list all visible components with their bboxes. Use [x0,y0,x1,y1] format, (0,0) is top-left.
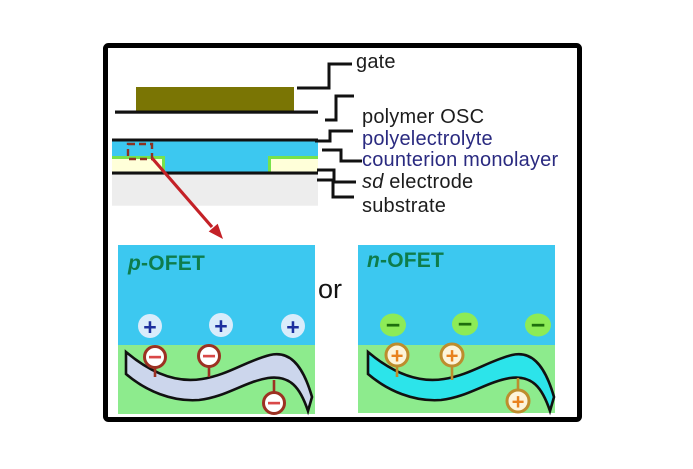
svg-text:−: − [386,312,401,340]
label-connectors [297,62,362,199]
counterion-connector [322,148,362,163]
svg-text:−: − [267,390,281,417]
layer-label-polymer-osc: polymer OSC [362,106,485,128]
positive-charge-icon: + [505,388,531,415]
figure-border [103,43,582,422]
svg-text:+: + [286,314,299,340]
svg-text:+: + [214,313,227,339]
negative-charge-icon: − [525,312,551,340]
n-polymer-chain [366,349,556,416]
counterion-edge-top [112,156,165,159]
negative-charge-icon: − [197,343,221,370]
p-ofet-title: p-OFET [128,252,205,276]
polyelectrolyte-top-line [112,138,318,142]
device-cross-section [112,87,318,206]
layer-label-gate: gate [356,51,396,73]
counterion-edge-top [268,156,318,159]
positive-charge-icon: + [384,342,410,369]
layer-label-sd-electrode: sd electrode [362,172,473,193]
n-italic: n [367,249,381,272]
negative-charge-icon: − [380,312,406,340]
n-rest: -OFET [380,249,445,272]
svg-text:+: + [391,344,404,369]
p-counterions: − − − [143,343,286,417]
gate-layer [136,87,294,111]
negative-charge-icon: − [143,344,167,371]
layer-label-substrate: substrate [362,195,447,217]
polymer-osc-connector [325,94,354,122]
sd-electrode-connector [317,168,356,184]
negative-charge-icon: − [262,390,286,417]
n-ofet-title: n-OFET [367,249,444,273]
zoom-region-dashed-box [126,142,154,161]
p-italic: p [128,252,142,275]
counterion-edge-side [162,156,165,172]
svg-text:−: − [148,344,162,371]
counterion-edge-side [268,156,271,172]
n-channel-charges: − − − [380,311,551,340]
electrode-body [268,156,318,172]
or-label: or [318,274,343,304]
substrate-layer [112,174,318,206]
positive-charge-icon: + [138,314,162,340]
electrode-bottom-line [112,171,318,175]
p-ofet-panel: + + + − − [118,245,315,417]
svg-text:+: + [143,314,156,340]
sd-rest: electrode [383,171,474,193]
layer-label-counterion-monolayer: counterion monolayer [362,149,559,171]
positive-charge-icon: + [209,313,233,339]
layer-label-polyelectrolyte: polyelectrolyte [362,128,493,150]
n-ofet-panel: − − − + + [358,245,556,416]
n-counterions: + + + [384,342,531,415]
sd-electrode-right [268,156,318,172]
substrate-connector [317,178,354,199]
positive-charge-icon: + [281,314,305,340]
zoom-annotation [126,142,223,239]
polyelectrolyte-connector [315,129,353,143]
gate-connector [297,62,352,90]
svg-text:−: − [202,343,216,370]
svg-text:−: − [458,311,473,339]
zoom-arrow-head [208,223,223,239]
polymer-osc-layer [115,110,318,114]
p-channel-charges: + + + [138,313,305,340]
p-polymer-chain [124,349,314,416]
svg-text:+: + [446,344,459,369]
n-counterion-stems [395,366,520,390]
positive-charge-icon: + [439,342,465,369]
svg-text:+: + [512,390,525,415]
p-rest: -OFET [141,252,206,275]
negative-charge-icon: − [452,311,478,339]
zoom-arrow-shaft [150,156,214,229]
sd-italic: sd [362,171,384,193]
svg-text:−: − [531,312,546,340]
